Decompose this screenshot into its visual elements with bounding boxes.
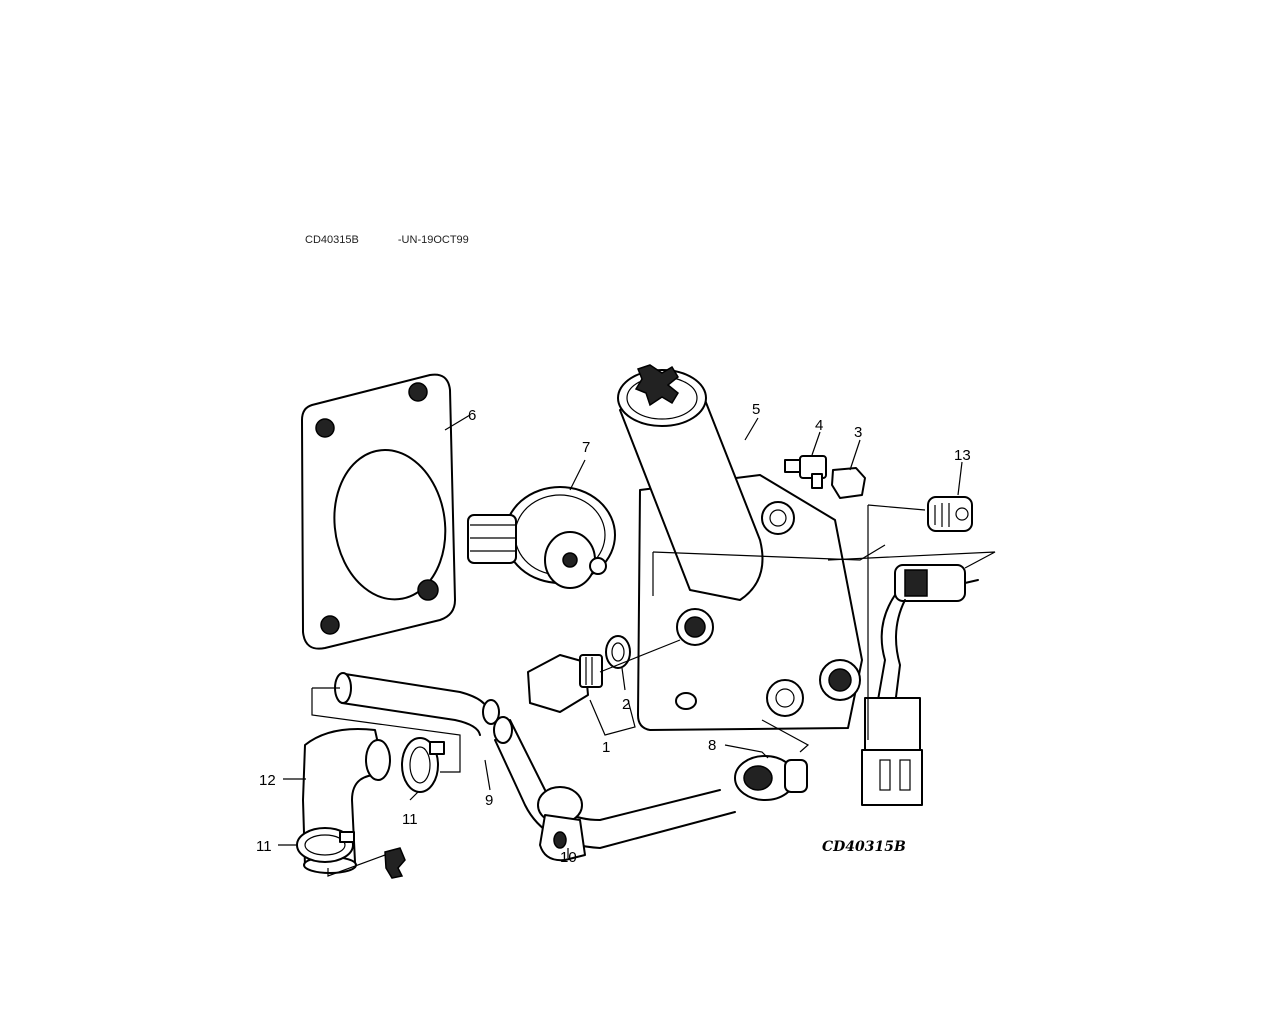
callout-6: 6 — [468, 407, 476, 424]
callout-2: 2 — [622, 696, 630, 713]
washer-part — [605, 635, 631, 669]
leader-lines — [278, 414, 996, 877]
plug-part — [927, 496, 973, 532]
callout-13: 13 — [954, 447, 971, 464]
stud-part — [784, 455, 827, 489]
header-code: CD40315B — [305, 234, 359, 246]
callout-5: 5 — [752, 401, 760, 418]
fitting-part — [734, 755, 808, 801]
callout-1: 1 — [602, 739, 610, 756]
callouts: 6 7 5 4 3 13 2 1 8 9 11 12 11 10 CD40315… — [256, 401, 971, 866]
callout-7: 7 — [582, 439, 590, 456]
bypass-hose-part — [493, 716, 736, 862]
callout-10: 10 — [560, 849, 577, 866]
thermostat-housing-part — [617, 364, 863, 731]
figure-header: CD40315B -UN-19OCT99 — [305, 234, 505, 246]
callout-11-lower: 11 — [256, 838, 272, 855]
temperature-sender-part — [861, 564, 979, 806]
header-date: -UN-19OCT99 — [397, 234, 469, 246]
callout-3: 3 — [854, 424, 862, 441]
clamp-lower-part — [296, 827, 355, 863]
hose-part — [334, 672, 500, 736]
callout-8: 8 — [708, 737, 716, 754]
callout-11-upper: 11 — [402, 811, 418, 828]
thermostat-part — [467, 486, 616, 589]
callout-12: 12 — [259, 772, 276, 789]
gasket-part — [301, 373, 456, 650]
callout-9: 9 — [485, 792, 493, 809]
bolt-part — [831, 467, 866, 499]
figure-code: CD40315B — [822, 839, 906, 855]
clamp-part — [401, 737, 445, 793]
callout-4: 4 — [815, 417, 823, 434]
clip-part — [384, 847, 406, 879]
